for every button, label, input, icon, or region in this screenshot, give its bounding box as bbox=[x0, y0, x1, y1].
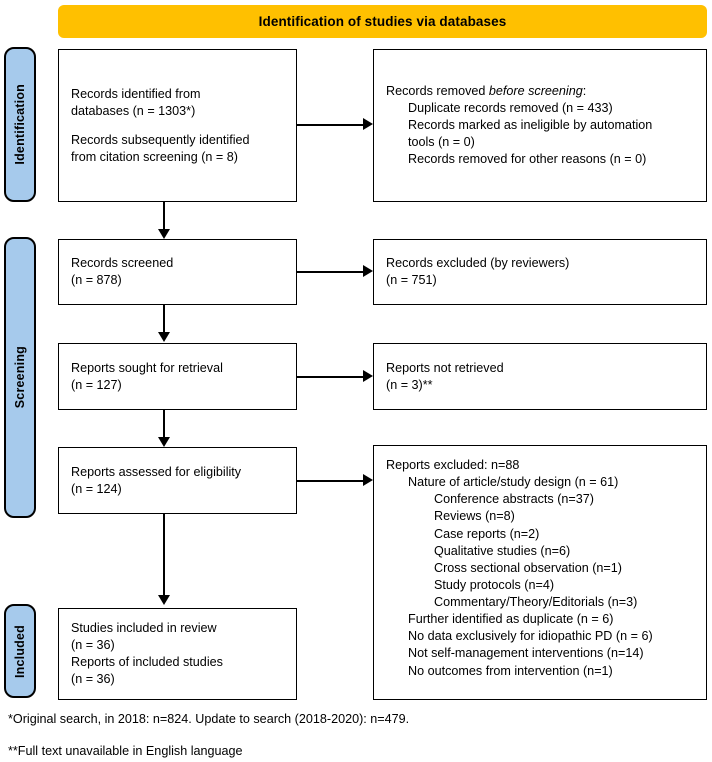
arrowhead-assessed-to-excluded bbox=[363, 474, 373, 486]
connector-sought-to-assessed bbox=[163, 410, 165, 438]
arrowhead-screened-to-sought bbox=[157, 332, 170, 342]
box-records-screened: Records screened (n = 878) bbox=[58, 239, 297, 305]
line: (n = 36) bbox=[71, 672, 115, 687]
box-records-removed: Records removed before screening: Duplic… bbox=[373, 49, 707, 202]
line: (n = 36) bbox=[71, 637, 115, 652]
line-heading: Reports excluded: n=88 bbox=[386, 458, 520, 472]
box-reports-assessed-text: Reports assessed for eligibility (n = 12… bbox=[71, 463, 288, 497]
box-reports-excluded: Reports excluded: n=88 Nature of article… bbox=[373, 445, 707, 700]
line: (n = 751) bbox=[386, 273, 437, 287]
box-records-screened-text: Records screened (n = 878) bbox=[71, 255, 288, 289]
box-records-identified: Records identified from databases (n = 1… bbox=[58, 49, 297, 202]
line: No outcomes from intervention (n=1) bbox=[408, 663, 613, 678]
diagram-title: Identification of studies via databases bbox=[258, 14, 507, 29]
line: tools (n = 0) bbox=[408, 135, 475, 150]
box-records-excluded-text: Records excluded (by reviewers) (n = 751… bbox=[386, 255, 698, 289]
line: Records screened bbox=[71, 255, 174, 270]
line: Records marked as ineligible by automati… bbox=[408, 117, 653, 132]
box-records-excluded: Records excluded (by reviewers) (n = 751… bbox=[373, 239, 707, 305]
connector-assessed-to-included bbox=[163, 514, 165, 596]
stage-pill-included: Included bbox=[4, 604, 36, 698]
line: Commentary/Theory/Editorials (n=3) bbox=[434, 595, 638, 609]
connector-sought-to-not-retrieved bbox=[297, 376, 363, 378]
line: Records identified from bbox=[71, 86, 201, 101]
spacer bbox=[71, 120, 288, 132]
footnote-full-text: **Full text unavailable in English langu… bbox=[8, 744, 243, 758]
box-reports-assessed: Reports assessed for eligibility (n = 12… bbox=[58, 447, 297, 514]
arrowhead-sought-to-assessed bbox=[157, 437, 170, 447]
box-reports-not-retrieved-text: Reports not retrieved (n = 3)** bbox=[386, 359, 698, 393]
line: (n = 127) bbox=[71, 377, 122, 392]
connector-assessed-to-excluded bbox=[297, 480, 363, 482]
line: databases (n = 1303*) bbox=[71, 103, 196, 118]
stage-label-included: Included bbox=[13, 624, 27, 678]
heading-prefix: Records removed bbox=[386, 83, 489, 98]
line: Reports not retrieved bbox=[386, 360, 504, 375]
box-records-identified-text: Records identified from databases (n = 1… bbox=[71, 85, 288, 165]
line: (n = 124) bbox=[71, 481, 122, 496]
line: Reports assessed for eligibility bbox=[71, 464, 242, 479]
line-heading: Records removed before screening: bbox=[386, 83, 698, 100]
line: from citation screening (n = 8) bbox=[71, 149, 238, 164]
line: Further identified as duplicate (n = 6) bbox=[408, 612, 614, 627]
box-studies-included-text: Studies included in review (n = 36) Repo… bbox=[71, 620, 288, 689]
connector-identified-to-removed bbox=[297, 124, 363, 126]
box-reports-sought-text: Reports sought for retrieval (n = 127) bbox=[71, 359, 288, 393]
connector-screened-to-excluded bbox=[297, 271, 363, 273]
line: Records excluded (by reviewers) bbox=[386, 255, 570, 270]
arrowhead-identified-to-removed bbox=[363, 118, 373, 130]
arrowhead-identified-to-screened bbox=[157, 229, 170, 239]
line: Conference abstracts (n=37) bbox=[434, 492, 594, 507]
stage-label-identification: Identification bbox=[13, 84, 27, 165]
line: Case reports (n=2) bbox=[434, 526, 540, 541]
line: Reports sought for retrieval bbox=[71, 360, 223, 375]
box-studies-included: Studies included in review (n = 36) Repo… bbox=[58, 608, 297, 700]
line: Cross sectional observation (n=1) bbox=[434, 560, 622, 575]
line: Not self-management interventions (n=14) bbox=[408, 646, 644, 661]
connector-identified-to-screened bbox=[163, 202, 165, 230]
stage-pill-screening: Screening bbox=[4, 237, 36, 518]
line: Records subsequently identified bbox=[71, 132, 250, 147]
box-records-removed-text: Records removed before screening: Duplic… bbox=[386, 83, 698, 169]
line: Studies included in review bbox=[71, 620, 217, 635]
line: Study protocols (n=4) bbox=[434, 577, 555, 592]
stage-label-screening: Screening bbox=[13, 346, 27, 409]
arrowhead-screened-to-excluded bbox=[363, 265, 373, 277]
line: (n = 878) bbox=[71, 273, 122, 287]
box-reports-not-retrieved: Reports not retrieved (n = 3)** bbox=[373, 343, 707, 410]
arrowhead-sought-to-not-retrieved bbox=[363, 370, 373, 382]
line: Duplicate records removed (n = 433) bbox=[408, 100, 613, 115]
line: No data exclusively for idiopathic PD (n… bbox=[408, 629, 653, 644]
diagram-header-banner: Identification of studies via databases bbox=[58, 5, 707, 38]
box-reports-excluded-text: Reports excluded: n=88 Nature of article… bbox=[386, 457, 698, 680]
line: Qualitative studies (n=6) bbox=[434, 543, 571, 558]
line: Reports of included studies bbox=[71, 655, 223, 669]
heading-suffix: : bbox=[582, 83, 587, 98]
arrowhead-assessed-to-included bbox=[157, 595, 170, 605]
line: Nature of article/study design (n = 61) bbox=[408, 475, 619, 490]
connector-screened-to-sought bbox=[163, 305, 165, 333]
line: Reviews (n=8) bbox=[434, 509, 515, 524]
heading-italic: before screening bbox=[488, 83, 583, 98]
line: (n = 3)** bbox=[386, 377, 433, 392]
line: Records removed for other reasons (n = 0… bbox=[408, 152, 647, 167]
stage-pill-identification: Identification bbox=[4, 47, 36, 202]
footnote-original-search: *Original search, in 2018: n=824. Update… bbox=[8, 712, 410, 726]
box-reports-sought: Reports sought for retrieval (n = 127) bbox=[58, 343, 297, 410]
